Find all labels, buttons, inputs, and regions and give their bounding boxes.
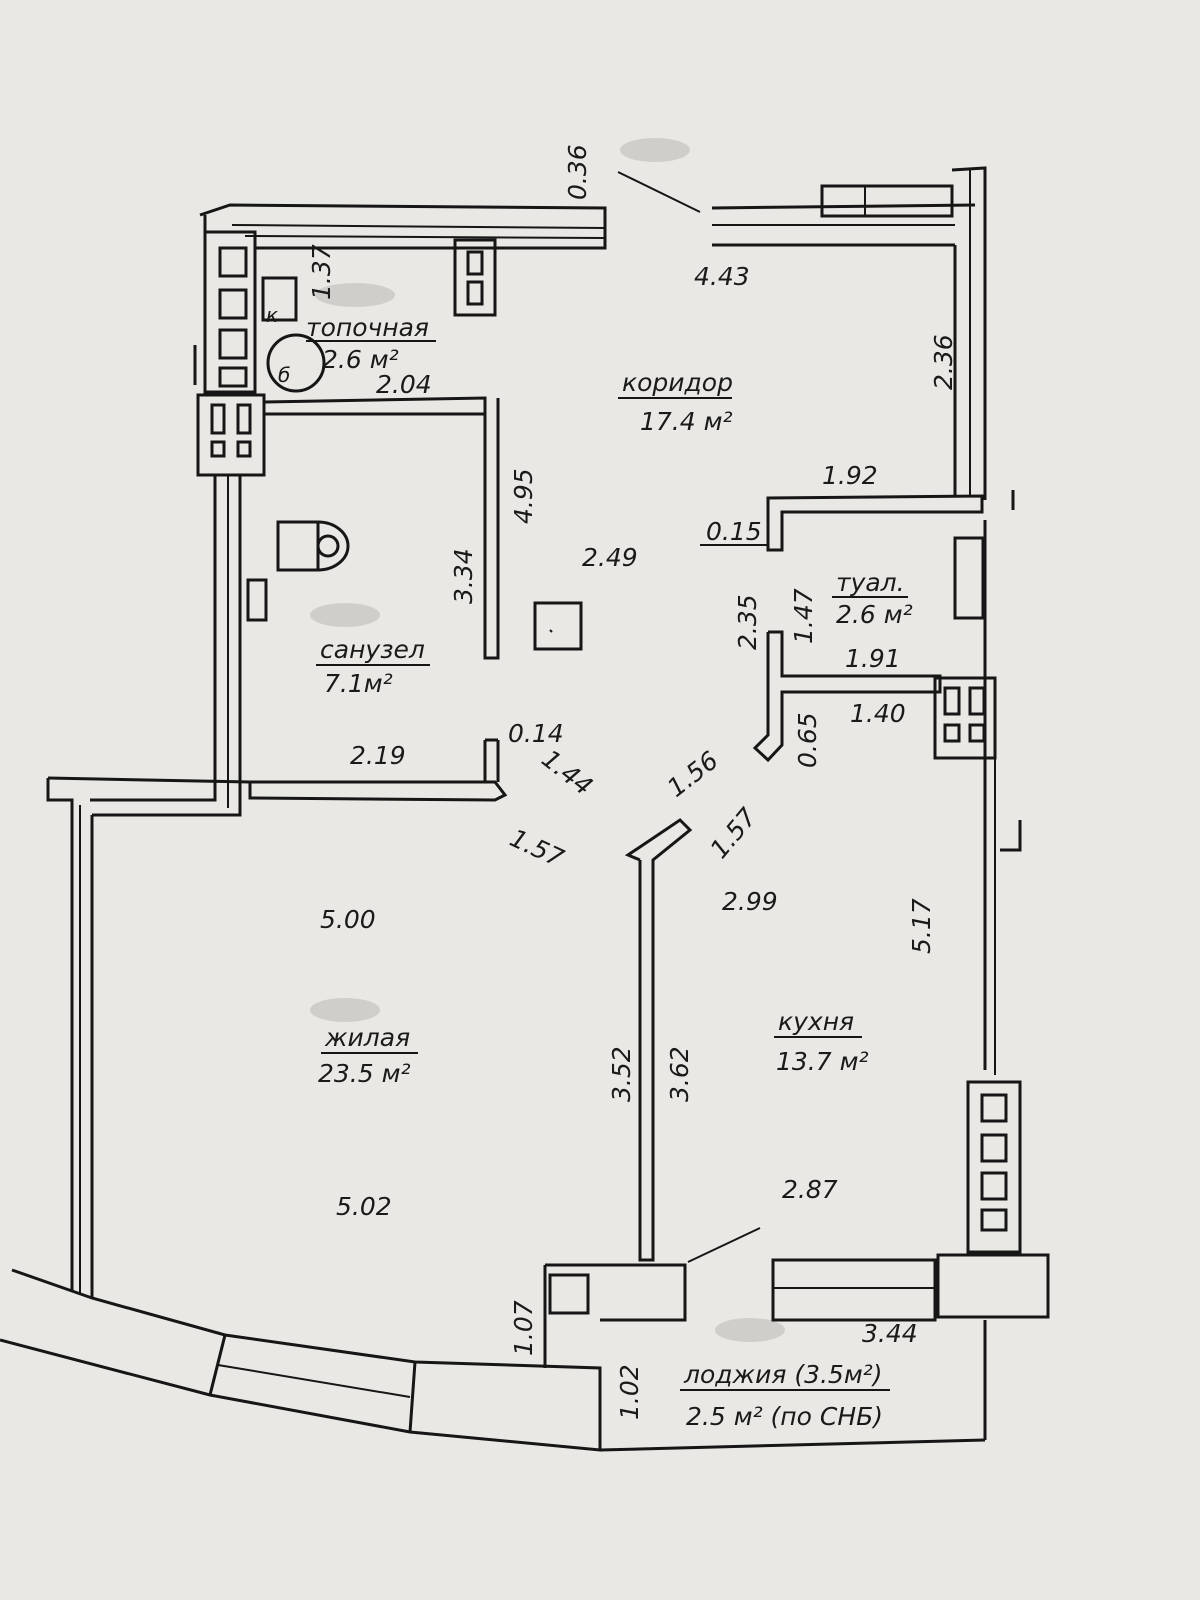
room-boiler-name: топочная [306,313,429,342]
room-kitchen-name: кухня [778,1007,854,1036]
dim-1-07: 1.07 [509,1300,538,1356]
dim-0-15: 0.15 [706,517,762,546]
dim-2-35: 2.35 [733,594,762,650]
dim-4-95: 4.95 [509,468,538,524]
dim-2-36: 2.36 [929,334,958,390]
room-toilet-name: туал. [836,568,905,597]
dim-5-17: 5.17 [907,898,936,954]
room-bathroom-name: санузел [320,635,425,664]
room-loggia-name: лоджия (3.5м²) [683,1360,882,1389]
dim-3-44: 3.44 [862,1319,918,1348]
dim-3-52: 3.52 [607,1046,636,1102]
dim-1-40: 1.40 [850,699,906,728]
dim-1-91: 1.91 [845,644,901,673]
dim-3-34: 3.34 [449,548,478,604]
room-living-name: жилая [324,1023,410,1052]
room-labels: топочная 2.6 м² к б коридор 17.4 м² туал… [266,303,913,1431]
dim-1-57-right: 1.57 [704,803,762,864]
dim-1-02: 1.02 [615,1364,644,1420]
dim-2-19: 2.19 [350,741,406,770]
dim-2-87: 2.87 [782,1175,838,1204]
redaction-smudges [310,138,785,1342]
dim-0-36: 0.36 [563,144,592,200]
room-boiler-area: 2.6 м² [322,345,399,374]
boiler-k-symbol: к [266,303,278,327]
fixtures [246,276,350,622]
dim-1-44: 1.44 [536,744,598,801]
leader-lines [617,171,768,1263]
dim-2-99: 2.99 [722,887,778,916]
room-toilet-area: 2.6 м² [836,600,913,629]
room-loggia-area: 2.5 м² (по СНБ) [686,1402,883,1431]
dim-1-57-left: 1.57 [505,823,568,873]
room-living-area: 23.5 м² [318,1059,411,1088]
dim-2-04: 2.04 [376,370,432,399]
dim-4-43: 4.43 [694,262,750,291]
boiler-b-symbol: б [278,363,290,387]
dim-0-65: 0.65 [793,712,822,768]
interior-walls [248,396,985,1262]
room-kitchen-area: 13.7 м² [776,1047,869,1076]
dim-1-47: 1.47 [789,588,818,644]
exterior-walls [0,166,1050,1452]
dim-2-49: 2.49 [582,543,638,572]
room-bathroom-area: 7.1м² [324,669,393,698]
dim-0-14: 0.14 [508,719,564,748]
dim-5-00: 5.00 [320,905,376,934]
dim-3-62: 3.62 [665,1046,694,1102]
room-corridor-area: 17.4 м² [640,407,733,436]
dimension-labels: 0.36 4.43 1.37 2.04 2.36 1.92 0.15 4.95 … [307,144,958,1420]
dim-5-02: 5.02 [336,1192,392,1221]
dim-1-37: 1.37 [307,244,336,300]
dim-1-92: 1.92 [822,461,878,490]
dim-1-56: 1.56 [662,746,724,803]
room-corridor-name: коридор [622,368,733,397]
